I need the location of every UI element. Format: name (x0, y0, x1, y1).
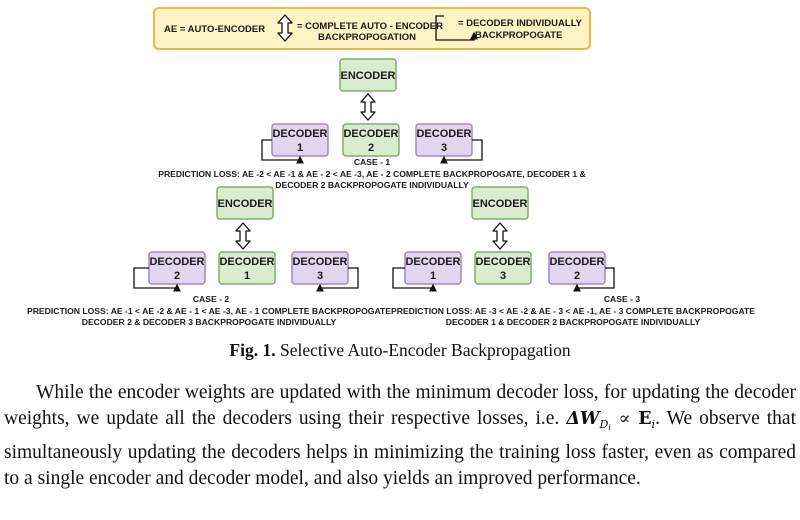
case2-description-line1: PREDICTION LOSS: AE -1 < AE -2 & AE - 1 … (27, 306, 391, 316)
case1-left-individual-arrow-icon (261, 139, 304, 164)
case2-decoder-left-num: 2 (174, 270, 180, 282)
case2-left-individual-arrow-icon (133, 267, 181, 292)
figure-label: Fig. 1. (229, 340, 276, 360)
math-delta-w: ΔW (566, 408, 600, 429)
case3-encoder-label: ENCODER (472, 198, 527, 210)
case3-left-individual-arrow-icon (392, 267, 437, 292)
case3-description-line1: PREDICTION LOSS: AE -3 < AE -2 & AE - 3 … (391, 306, 755, 316)
case2-encoder-label: ENCODER (217, 198, 272, 210)
case2-encoder-box (216, 186, 274, 220)
legend-complete-line2: BACKPROPOGATION (318, 32, 416, 43)
case1-right-individual-arrow-icon (440, 139, 483, 164)
case1-complete-arrow-icon (360, 93, 376, 121)
case1-decoder-left-num: 1 (297, 142, 303, 154)
paragraph-part1: While the encoder weights are updated wi… (4, 382, 796, 429)
case1-decoder-mid-label: DECODER (343, 128, 398, 140)
case-1: ENCODER DECODER 1 DECODER 2 DECODER 3 CA… (158, 58, 586, 190)
case-2: ENCODER DECODER 2 DECODER 1 DECODER 3 CA… (27, 186, 391, 327)
individual-backprop-icon (435, 15, 478, 41)
case2-decoder-mid-label: DECODER (219, 256, 274, 268)
math-proportional: ∝ (610, 408, 639, 429)
legend-ae-definition: AE = AUTO-ENCODER (164, 24, 265, 35)
case3-decoder-left-label: DECODER (405, 256, 460, 268)
case1-decoder-right-num: 3 (441, 142, 447, 154)
paragraph-part2: . We observe that simultaneously updatin… (4, 407, 797, 489)
math-expression: ΔWDi ∝ Ei (566, 408, 656, 432)
math-e-sub: i (651, 417, 656, 431)
legend-box (153, 7, 591, 50)
case3-complete-arrow-icon (492, 222, 508, 250)
case1-decoder-mid-num: 2 (368, 142, 374, 154)
figure-caption: Fig. 1. Selective Auto-Encoder Backpropa… (0, 340, 800, 361)
case1-decoder-right-label: DECODER (416, 128, 471, 140)
case1-description-line2: DECODER 2 BACKPROPOGATE INDIVIDUALLY (275, 180, 469, 190)
case3-decoder-right-num: 2 (574, 270, 580, 282)
case2-decoder-mid (218, 251, 276, 285)
case1-title: CASE - 1 (354, 157, 391, 167)
selective-autoencoder-diagram: AE = AUTO-ENCODER = COMPLETE AUTO - ENCO… (27, 7, 755, 327)
case2-description-line2: DECODER 2 & DECODER 3 BACKPROPOGATE INDI… (82, 317, 337, 327)
case3-description-line2: DECODER 1 & DECODER 2 BACKPROPOGATE INDI… (446, 317, 701, 327)
case3-decoder-left-num: 1 (430, 270, 436, 282)
legend-individual-line1: = DECODER INDIVIDUALLY (458, 18, 583, 29)
case2-decoder-left-label: DECODER (149, 256, 204, 268)
math-subsub-i: i (608, 422, 611, 432)
case2-decoder-mid-num: 1 (244, 270, 250, 282)
legend: AE = AUTO-ENCODER = COMPLETE AUTO - ENCO… (153, 7, 591, 50)
math-e: E (638, 408, 652, 429)
case1-encoder-box (339, 58, 397, 92)
case-3: ENCODER DECODER 1 DECODER 3 DECODER 2 CA… (391, 186, 755, 327)
case2-title: CASE - 2 (193, 294, 230, 304)
case3-right-individual-arrow-icon (573, 267, 615, 292)
case2-complete-arrow-icon (235, 222, 251, 250)
case2-decoder-right-label: DECODER (292, 256, 347, 268)
legend-complete-line1: = COMPLETE AUTO - ENCODER (297, 21, 443, 32)
legend-individual-line2: BACKPROPOGATE (475, 30, 562, 41)
case1-decoder-mid (342, 123, 400, 157)
math-sub-d: D (599, 417, 609, 431)
body-paragraph: While the encoder weights are updated wi… (4, 380, 796, 491)
case3-decoder-right-label: DECODER (549, 256, 604, 268)
case1-description-line1: PREDICTION LOSS: AE -2 < AE -1 & AE - 2 … (158, 169, 586, 179)
case3-title: CASE - 3 (604, 294, 641, 304)
case3-decoder-mid (474, 251, 532, 285)
case2-right-individual-arrow-icon (316, 267, 359, 292)
case3-encoder-box (471, 186, 529, 220)
case1-decoder-left-label: DECODER (272, 128, 327, 140)
figure-caption-text: Selective Auto-Encoder Backpropagation (279, 340, 571, 360)
case3-decoder-mid-num: 3 (500, 270, 506, 282)
case1-encoder-label: ENCODER (340, 70, 395, 82)
case2-decoder-right-num: 3 (317, 270, 323, 282)
case3-decoder-mid-label: DECODER (475, 256, 530, 268)
